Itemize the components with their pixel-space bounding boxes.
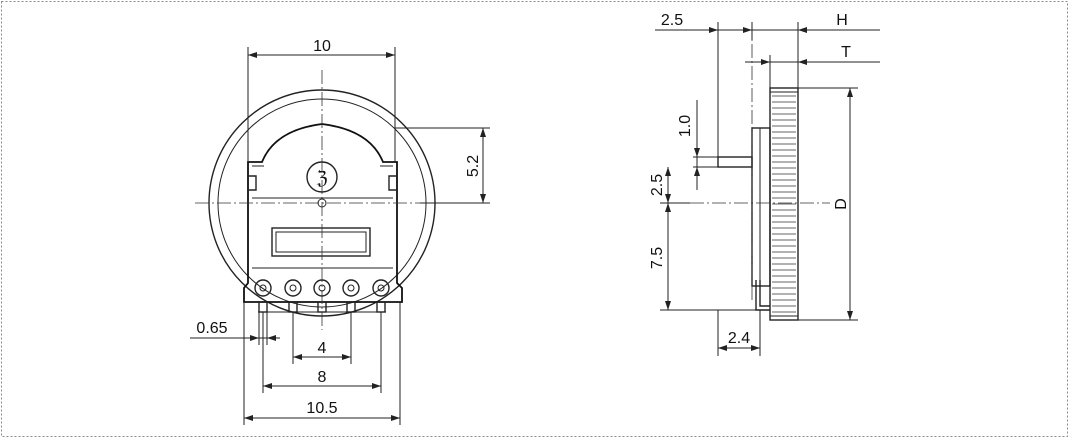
dim-label-width-top: 10 [313, 38, 331, 55]
dim-label-base-width: 2.4 [728, 330, 750, 347]
dim-label-pin-len: 1.0 [677, 115, 694, 137]
terminal-bracket [755, 280, 770, 311]
dim-label-D: D [833, 198, 850, 210]
dim-label-pin-width: 0.65 [196, 320, 227, 337]
dim-label-T: T [841, 44, 851, 61]
right-notch [388, 175, 397, 191]
dim-label-width-bottom: 10.5 [306, 400, 337, 417]
dim-gap-top [655, 22, 753, 157]
front-view: ℨ [190, 38, 490, 425]
dim-label-height-low: 7.5 [649, 247, 666, 269]
pin-4 [342, 279, 360, 313]
housing-side [751, 127, 771, 287]
dim-pitch-mid [262, 312, 382, 393]
dim-offset-small [660, 167, 690, 204]
dim-label-gap-top: 2.5 [661, 12, 683, 29]
side-view: 2.5 H T 1.0 2.5 [649, 12, 880, 356]
dim-width-bottom [243, 302, 401, 425]
logo-mark: ℨ [316, 168, 327, 188]
wheel-chamfer [770, 91, 798, 317]
dim-pitch-small [292, 312, 352, 364]
dim-width-top [247, 47, 396, 162]
dim-label-shaft-offset: 5.2 [465, 155, 482, 177]
dim-base-width [717, 310, 761, 356]
housing-outline [243, 123, 403, 303]
dim-height-low [660, 203, 756, 311]
dim-H [752, 22, 880, 88]
pin-2 [284, 279, 302, 313]
dim-pin-len [693, 100, 718, 190]
window-rect [271, 227, 371, 257]
dim-label-pitch-mid: 8 [318, 369, 327, 386]
shaft-pin [717, 156, 753, 168]
knurl-texture [772, 95, 796, 313]
dim-pin-width [190, 312, 280, 345]
left-notch [248, 175, 257, 191]
window-inner-rect [275, 231, 367, 253]
dim-T [745, 55, 880, 88]
dim-label-H: H [836, 12, 848, 29]
housing-inner-line [252, 165, 393, 269]
dim-label-offset-small: 2.5 [649, 174, 666, 196]
dim-label-pitch-small: 4 [318, 340, 327, 357]
dim-shaft-offset [395, 127, 490, 204]
dim-D [798, 87, 858, 321]
